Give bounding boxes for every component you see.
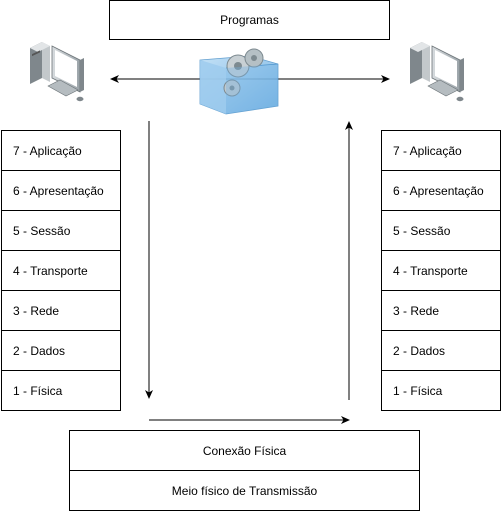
left-layer-label: 2 - Dados — [13, 343, 66, 358]
left-layer-6: 6 - Apresentação — [1, 170, 121, 211]
right-layer-5: 5 - Sessão — [381, 210, 501, 251]
computer-icon — [410, 42, 464, 102]
left-layer-label: 1 - Física — [13, 383, 63, 398]
left-layer-label: 3 - Rede — [13, 303, 60, 318]
right-layer-7: 7 - Aplicação — [381, 130, 501, 171]
right-layer-label: 7 - Aplicação — [393, 143, 462, 158]
programs-box: Programas — [109, 0, 390, 40]
physical-connection-box: Conexão Física — [69, 430, 420, 471]
left-layer-label: 6 - Apresentação — [13, 183, 104, 198]
transmission-medium-label: Meio físico de Transmissão — [171, 483, 318, 498]
physical-connection-label: Conexão Física — [202, 443, 287, 458]
left-layer-label: 4 - Transporte — [13, 263, 88, 278]
left-layer-2: 2 - Dados — [1, 330, 121, 371]
right-layer-label: 2 - Dados — [393, 343, 446, 358]
computer-icon — [30, 42, 84, 102]
right-layer-label: 3 - Rede — [393, 303, 440, 318]
programs-label: Programas — [220, 13, 279, 27]
left-layer-label: 7 - Aplicação — [13, 143, 82, 158]
right-layer-label: 1 - Física — [393, 383, 443, 398]
right-layer-2: 2 - Dados — [381, 330, 501, 371]
left-layer-1: 1 - Física — [1, 370, 121, 411]
left-layer-label: 5 - Sessão — [13, 223, 71, 238]
transmission-medium-box: Meio físico de Transmissão — [69, 470, 420, 511]
software-package-icon — [199, 48, 279, 115]
right-layer-3: 3 - Rede — [381, 290, 501, 331]
right-layer-1: 1 - Física — [381, 370, 501, 411]
right-layer-6: 6 - Apresentação — [381, 170, 501, 211]
right-layer-4: 4 - Transporte — [381, 250, 501, 291]
left-layer-4: 4 - Transporte — [1, 250, 121, 291]
right-layer-label: 5 - Sessão — [393, 223, 451, 238]
left-layer-3: 3 - Rede — [1, 290, 121, 331]
right-layer-label: 6 - Apresentação — [393, 183, 484, 198]
right-layer-label: 4 - Transporte — [393, 263, 468, 278]
